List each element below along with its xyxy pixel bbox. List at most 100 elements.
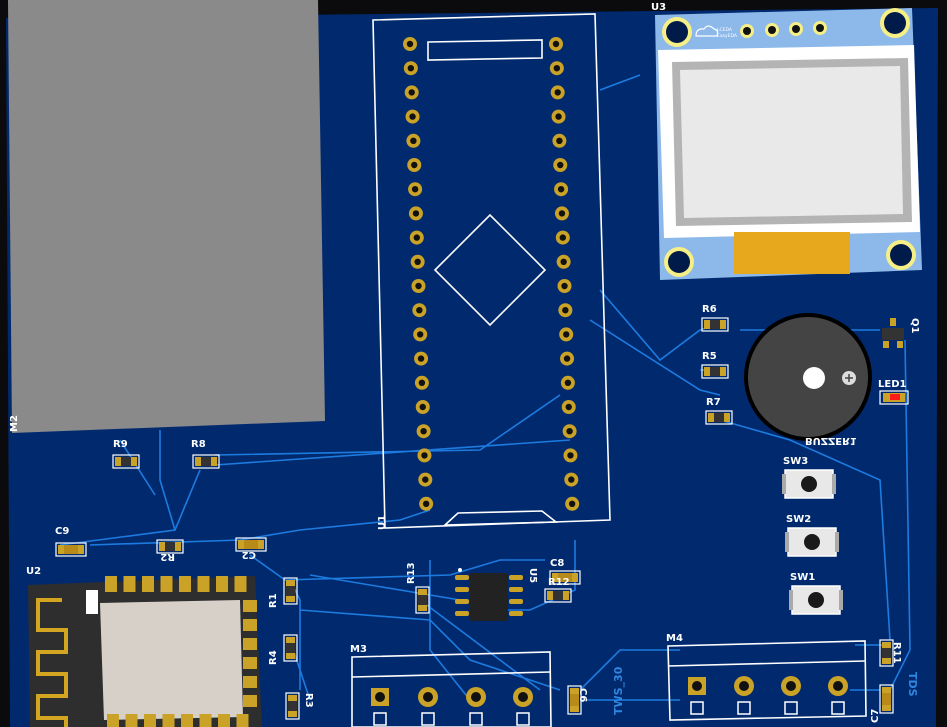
module-pad [243, 619, 257, 631]
svg-text:LCEDA: LCEDA [717, 27, 733, 33]
label-r3: R3 [303, 693, 314, 708]
label-c6: C6 [577, 688, 588, 702]
header-pin [415, 400, 430, 414]
header-pin [554, 206, 569, 221]
header-pin [551, 109, 566, 124]
component-r3: R3 [285, 692, 314, 720]
header-pin [414, 375, 429, 390]
header-pin [562, 424, 577, 439]
component-c2: C2 [235, 537, 267, 560]
svg-text:EasyEDA: EasyEDA [717, 33, 738, 39]
label-c8: C8 [550, 558, 564, 569]
header-pin [408, 182, 423, 197]
module-pad [181, 714, 193, 727]
label-r12: R12 [548, 577, 570, 588]
terminal-pin [466, 687, 486, 726]
module-pad [123, 576, 136, 592]
module-pad [243, 600, 257, 612]
terminal-pin [828, 676, 848, 715]
header-pin [555, 230, 570, 245]
label-u5: U5 [527, 568, 538, 583]
u5-soic-chip: U5 [455, 568, 538, 621]
header-pin [413, 327, 428, 342]
header-pin [550, 85, 565, 100]
header-pin [563, 448, 578, 463]
module-pad [234, 576, 247, 592]
label-r4: R4 [268, 650, 279, 665]
header-pin [552, 133, 567, 148]
label-m3: M3 [350, 644, 367, 655]
component-c9: C9 [55, 526, 87, 557]
header-pin [406, 133, 421, 148]
header-pin [553, 158, 568, 172]
label-sw2: SW2 [786, 514, 811, 525]
label-buzzer1: BUZZER1 [805, 435, 857, 446]
header-pin [405, 109, 420, 124]
component-r13: R13 [406, 562, 430, 614]
label-c7: C7 [870, 709, 881, 723]
label-r7: R7 [706, 397, 721, 408]
module-pad [197, 576, 210, 592]
header-pin [409, 230, 424, 245]
label-r11: R11 [891, 642, 902, 664]
header-pin [554, 182, 569, 197]
module-pad [142, 576, 154, 592]
component-r2: R2 [156, 539, 184, 562]
terminal-pin [734, 676, 754, 715]
terminal-pin [513, 687, 533, 726]
header-pin [416, 424, 431, 439]
module-pad [199, 714, 212, 727]
component-r7: R7 [705, 397, 733, 425]
header-pin [414, 351, 429, 366]
m2-module [8, 0, 325, 433]
label-r8: R8 [191, 439, 206, 450]
terminal-pin [371, 688, 389, 726]
label-c2: C2 [242, 549, 256, 560]
component-c7: C7 [870, 684, 894, 723]
module-pad [162, 714, 175, 727]
component-r4: R4 [268, 634, 298, 665]
module-pad [236, 714, 249, 727]
oled-header-pins [740, 21, 827, 38]
easyeda-logo: LCEDA EasyEDA [695, 25, 738, 39]
u1-mcu-board: U1 [372, 13, 611, 530]
tactile-switch-sw2[interactable]: SW2 [785, 514, 839, 557]
module-pad [179, 576, 191, 592]
header-pin [410, 254, 425, 269]
module-pad [105, 576, 117, 592]
label-u1: U1 [377, 515, 388, 530]
module-pad [243, 695, 257, 707]
q1-transistor: Q1 [882, 318, 920, 348]
label-r6: R6 [702, 304, 717, 315]
label-sw3: SW3 [783, 456, 808, 467]
component-r6: R6 [701, 304, 729, 332]
component-c8: C8 [549, 558, 581, 585]
header-pin [556, 254, 571, 269]
module-pad [216, 576, 228, 592]
component-r11: R11 [879, 639, 902, 667]
header-pin [419, 496, 434, 511]
header-pin [408, 206, 423, 221]
component-c6: C6 [567, 685, 588, 715]
u3-oled-display: LCEDA EasyEDA U3 [651, 2, 922, 280]
header-pin [403, 61, 418, 76]
header-pin [403, 37, 417, 51]
header-pin [561, 400, 576, 414]
label-r1: R1 [268, 593, 279, 608]
module-pad [243, 657, 257, 669]
header-pin [549, 37, 563, 51]
tactile-switch-sw1[interactable]: SW1 [789, 572, 843, 615]
header-pin [559, 327, 574, 342]
m4-connector: M4 [666, 633, 867, 721]
tactile-switch-sw3[interactable]: SW3 [782, 456, 836, 499]
component-r8: R8 [191, 439, 220, 469]
led1: LED1 [878, 379, 909, 405]
header-pin [564, 472, 579, 487]
label-q1: Q1 [909, 318, 920, 334]
label-r2: R2 [160, 551, 175, 562]
module-pad [144, 714, 156, 727]
module-pad [125, 714, 138, 727]
label-tws-30: TWS_30 [612, 666, 625, 715]
